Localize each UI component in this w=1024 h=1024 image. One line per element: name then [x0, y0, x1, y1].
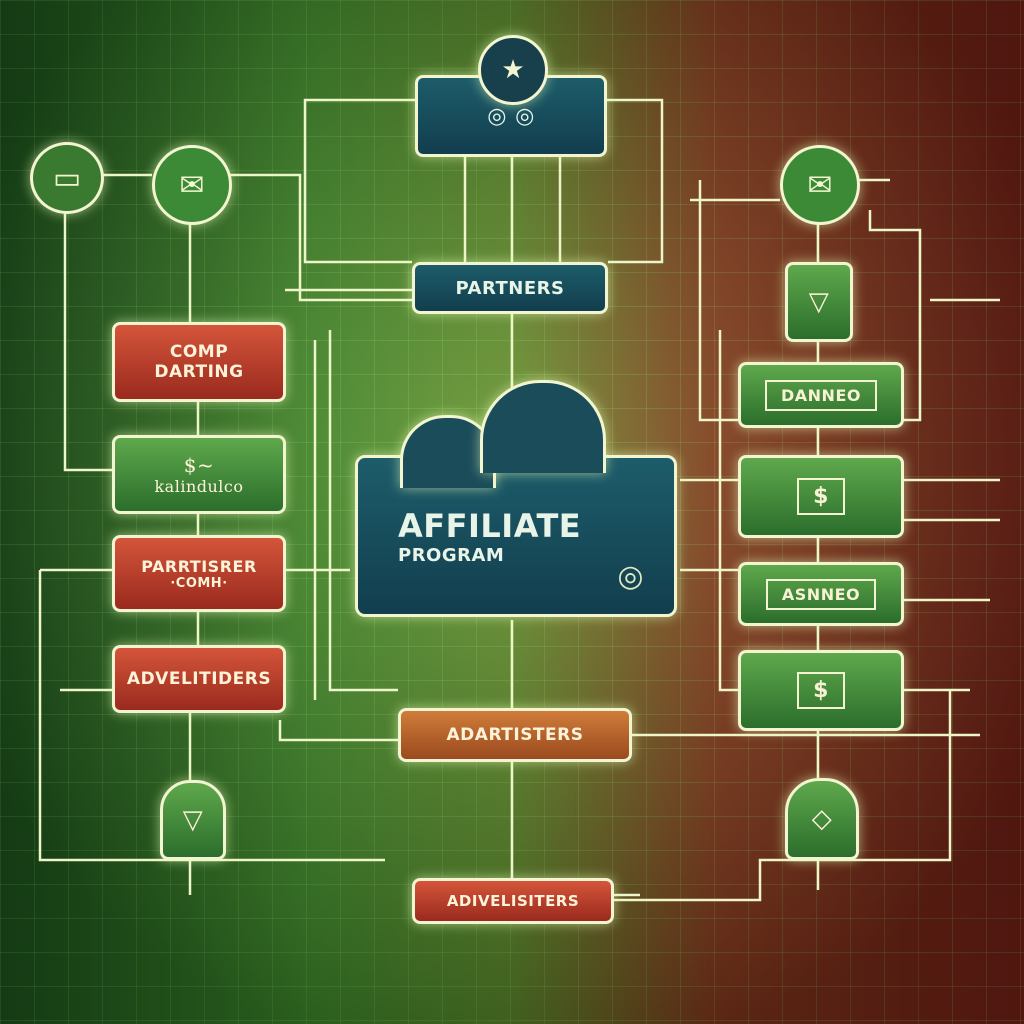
partners-node[interactable]: PARTNERS — [412, 262, 608, 314]
coins-icon: ◎ ◎ — [487, 103, 535, 129]
cash-icon: ▭ — [30, 142, 104, 214]
coins-icon: ◎ — [617, 559, 644, 594]
danneo-node[interactable]: DANNEO — [738, 362, 904, 428]
adartisters-node[interactable]: ADARTISTERS — [398, 708, 632, 762]
star-icon: ★ — [478, 35, 548, 105]
asnneo-node[interactable]: ASNNEO — [738, 562, 904, 626]
money-left-icon: ✉ — [152, 145, 232, 225]
money-bill-node-2[interactable]: $ — [738, 650, 904, 731]
partisrer-node[interactable]: PARRTISRER·COMH· — [112, 535, 286, 612]
money-right-icon: ✉ — [780, 145, 860, 225]
dollar-swirl-icon: $~ — [183, 453, 215, 477]
cup-icon: ▽ — [785, 262, 853, 342]
cup-bottom-icon: ▽ — [160, 780, 226, 860]
ticket-bottom-icon: ◇ — [785, 778, 859, 860]
adivelisiters-node[interactable]: ADIVELISITERS — [412, 878, 614, 924]
cloud-bump-right — [480, 380, 606, 473]
kalindulco-node[interactable]: $~ kalindulco — [112, 435, 286, 514]
advelitiders-node[interactable]: ADVELITIDERS — [112, 645, 286, 713]
money-bill-node[interactable]: $ — [738, 455, 904, 538]
